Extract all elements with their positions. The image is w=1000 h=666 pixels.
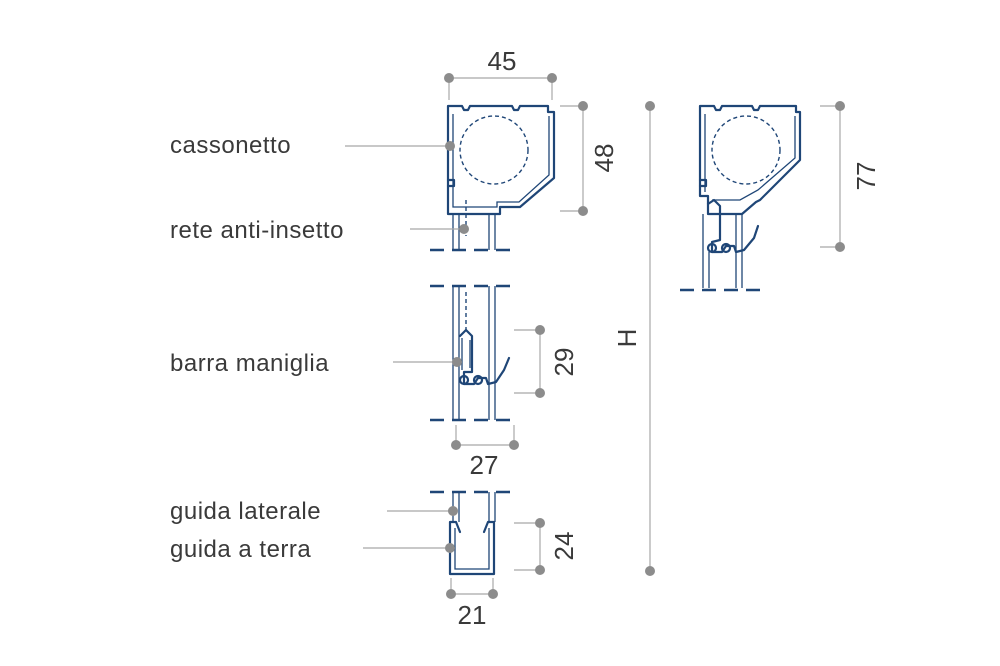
label-barra: barra maniglia [170, 350, 329, 377]
dim-45 [444, 73, 557, 100]
dim-77 [820, 101, 845, 252]
dim-21 [446, 578, 498, 599]
dim-27-label: 27 [470, 450, 499, 480]
handle-section [430, 286, 518, 422]
dim-21-label: 21 [458, 600, 487, 630]
dim-24 [514, 518, 545, 575]
leader-rete [410, 224, 469, 234]
dim-24-label: 24 [549, 532, 579, 561]
dim-45-label: 45 [488, 46, 517, 76]
guide-section [430, 490, 518, 576]
right-box-profile [680, 104, 802, 292]
dim-27 [451, 425, 519, 450]
leader-guida-terra [363, 543, 455, 553]
label-rete: rete anti-insetto [170, 217, 344, 244]
left-box-profile [446, 104, 556, 236]
rete-section [430, 214, 518, 288]
leader-guida-laterale [387, 506, 458, 516]
dim-h [645, 101, 655, 576]
leader-barra [393, 357, 462, 367]
label-guida-terra: guida a terra [170, 536, 311, 563]
dim-29 [514, 325, 545, 398]
dim-48 [560, 101, 588, 216]
label-cassonetto: cassonetto [170, 132, 291, 159]
dim-29-label: 29 [549, 348, 579, 377]
dim-h-label: H [612, 329, 642, 348]
label-guida-laterale: guida laterale [170, 498, 321, 525]
leader-cassonetto [345, 141, 455, 151]
dim-77-label: 77 [851, 162, 881, 191]
dim-48-label: 48 [589, 144, 619, 173]
